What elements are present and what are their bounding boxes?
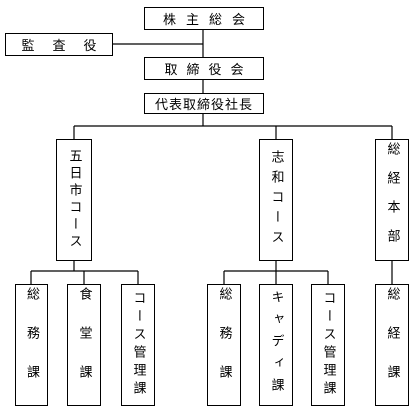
box-div1-section-2: 食堂課: [67, 284, 101, 406]
box-div1-section-3: コース管理課: [121, 284, 155, 406]
label-shareholders: 株主総会: [162, 13, 255, 28]
box-division-3: 総経本部: [375, 139, 409, 261]
label-board: 取締役会: [164, 63, 253, 78]
box-division-2: 志和コース: [259, 139, 293, 261]
label-div2-section-2: キャディ課: [268, 290, 284, 400]
label-division-2: 志和コース: [268, 150, 284, 250]
box-div2-section-2: キャディ課: [259, 284, 293, 406]
label-div2-section-1: 総務課: [216, 286, 232, 404]
label-div1-section-3: コース管理課: [130, 291, 146, 399]
box-div3-section-1: 総経課: [375, 284, 409, 406]
box-president: 代表取締役社長: [144, 93, 264, 114]
label-div2-section-3: コース管理課: [320, 291, 336, 399]
label-auditor: 監査役: [21, 39, 115, 54]
label-president: 代表取締役社長: [154, 98, 253, 113]
label-div1-section-1: 総務課: [24, 286, 39, 404]
box-div1-section-1: 総務課: [15, 284, 48, 406]
box-board: 取締役会: [144, 57, 264, 80]
box-div2-section-3: コース管理課: [311, 284, 345, 406]
label-division-3: 総経本部: [384, 142, 400, 258]
label-div1-section-2: 食堂課: [76, 286, 92, 404]
box-auditor: 監査役: [5, 33, 113, 56]
box-division-1: 五日市コース: [56, 139, 92, 261]
label-div3-section-1: 総経課: [384, 286, 400, 404]
label-division-1: 五日市コース: [66, 149, 82, 251]
box-shareholders: 株主総会: [144, 7, 264, 30]
box-div2-section-1: 総務課: [207, 284, 241, 406]
